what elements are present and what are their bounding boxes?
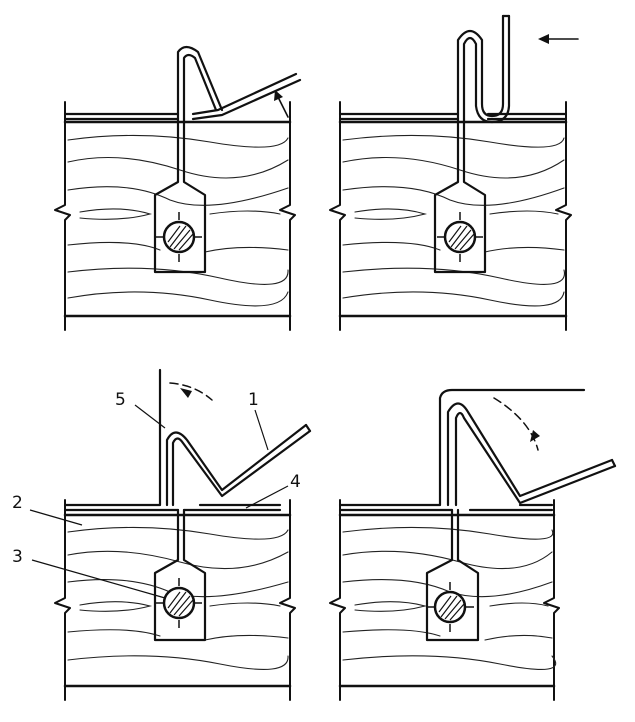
rotation-arc bbox=[493, 397, 540, 451]
leader-2 bbox=[29, 509, 83, 526]
fastener-hatch bbox=[167, 591, 194, 617]
fastener-hatch bbox=[438, 595, 465, 621]
clip-seam bbox=[176, 45, 224, 121]
panel-top-right bbox=[329, 14, 579, 331]
lift-arrow bbox=[274, 90, 289, 118]
label-4: 4 bbox=[290, 472, 301, 492]
metal-sheet bbox=[63, 368, 282, 512]
leader-4 bbox=[245, 485, 289, 509]
metal-sheet bbox=[338, 112, 568, 121]
centre-crosshair bbox=[437, 212, 483, 262]
label-2: 2 bbox=[12, 493, 23, 513]
label-5: 5 bbox=[115, 390, 126, 410]
wood-board bbox=[329, 101, 572, 331]
panel-bottom-left: 5 1 4 2 3 bbox=[12, 368, 312, 701]
rotation-arc bbox=[169, 382, 213, 401]
leader-3 bbox=[31, 559, 166, 599]
metal-sheet bbox=[63, 72, 302, 121]
wood-grain bbox=[67, 134, 289, 307]
panel-top-left bbox=[54, 45, 302, 331]
metal-sheet bbox=[338, 388, 586, 512]
clip-seam bbox=[456, 14, 511, 124]
wood-board bbox=[329, 499, 560, 701]
centre-crosshair bbox=[428, 582, 474, 632]
fastener-hatch bbox=[448, 225, 475, 251]
centre-crosshair bbox=[156, 212, 202, 262]
label-1: 1 bbox=[248, 390, 259, 410]
clip-seam bbox=[165, 423, 312, 507]
clip-plate bbox=[433, 117, 487, 274]
wood-grain bbox=[342, 134, 565, 307]
leader-5 bbox=[134, 404, 166, 429]
clip-plate bbox=[425, 508, 480, 642]
label-3: 3 bbox=[12, 547, 23, 567]
fastener-hatch bbox=[167, 225, 194, 251]
clip-seam bbox=[446, 402, 617, 507]
clip-plate bbox=[153, 508, 207, 642]
clip-plate bbox=[153, 117, 207, 274]
leader-lines bbox=[29, 404, 289, 599]
centre-crosshair bbox=[156, 578, 202, 628]
panel-bottom-right bbox=[329, 388, 617, 701]
push-arrow bbox=[538, 34, 579, 44]
leader-1 bbox=[254, 409, 269, 451]
wood-board bbox=[54, 101, 296, 331]
